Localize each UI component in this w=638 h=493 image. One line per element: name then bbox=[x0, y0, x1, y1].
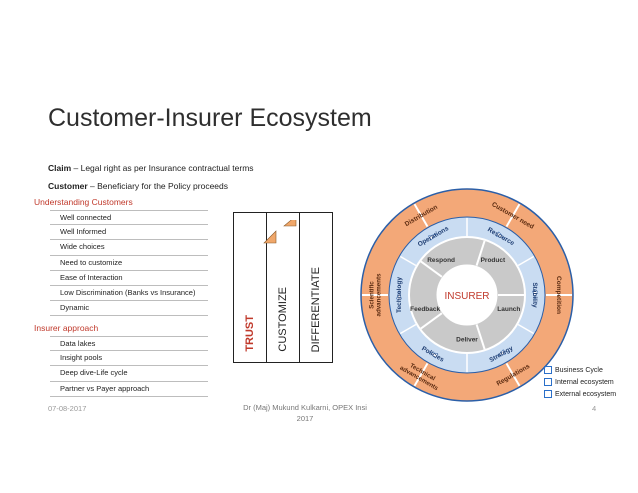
trust-bar: TRUST bbox=[233, 212, 267, 363]
list-item: Insight pools bbox=[50, 351, 208, 367]
outer-divider bbox=[413, 362, 429, 387]
inner-label: Launch bbox=[497, 306, 520, 313]
inner-label: Feedback bbox=[410, 306, 440, 313]
cycle-arrow-icon bbox=[532, 290, 538, 300]
arrow-marker bbox=[263, 230, 277, 244]
customize-label: CUSTOMIZE bbox=[277, 287, 289, 352]
cycle-arrow-icon bbox=[495, 231, 506, 239]
arrow-markers bbox=[263, 220, 297, 244]
checkbox-icon bbox=[544, 378, 552, 386]
approach-heading: Insurer approach bbox=[34, 323, 99, 333]
footer-date: 07-08-2017 bbox=[48, 404, 87, 413]
middle-divider bbox=[517, 323, 535, 335]
outer-label: Scientific bbox=[369, 281, 376, 309]
outer-divider bbox=[505, 362, 521, 387]
inner-divider bbox=[475, 240, 486, 266]
footer-author: Dr (Maj) Mukund Kulkarni, OPEX Insi 2017 bbox=[190, 402, 420, 424]
outer-label: advancements bbox=[376, 273, 383, 317]
outer-divider bbox=[413, 203, 429, 228]
list-item: Well connected bbox=[50, 210, 208, 226]
page-title: Customer-Insurer Ecosystem bbox=[48, 104, 372, 132]
list-item: Ease of Interaction bbox=[50, 271, 208, 286]
approach-list: Data lakes Insight pools Deep dive-Life … bbox=[50, 336, 208, 397]
legend-item: Business Cycle bbox=[544, 366, 603, 374]
definition-claim: Claim – Legal right as per Insurance con… bbox=[48, 163, 254, 173]
middle-divider bbox=[399, 255, 417, 267]
legend-label: Internal ecosystem bbox=[555, 378, 614, 386]
understanding-heading: Understanding Customers bbox=[34, 197, 133, 207]
inner-divider bbox=[420, 260, 443, 278]
arrow-marker bbox=[283, 220, 297, 227]
trust-label: TRUST bbox=[244, 315, 256, 352]
outer-divider bbox=[505, 203, 521, 228]
definition-term: Customer bbox=[48, 181, 88, 191]
list-item: Low Discrimination (Banks vs Insurance) bbox=[50, 286, 208, 302]
middle-divider bbox=[517, 255, 535, 267]
middle-divider bbox=[399, 323, 417, 335]
list-item: Well Informed bbox=[50, 225, 208, 241]
definition-term: Claim bbox=[48, 163, 72, 173]
list-item: Dynamic bbox=[50, 301, 208, 317]
center-label: INSURER bbox=[444, 291, 489, 302]
understanding-list: Well connected Well Informed Wide choice… bbox=[50, 210, 208, 317]
inner-label: Product bbox=[481, 257, 506, 264]
footer-author-line: Dr (Maj) Mukund Kulkarni, OPEX Insi bbox=[243, 403, 367, 412]
page-number: 4 bbox=[592, 404, 597, 413]
list-item: Need to customize bbox=[50, 256, 208, 271]
outer-label: Competition bbox=[555, 276, 562, 314]
list-item: Wide choices bbox=[50, 240, 208, 256]
footer-author-line: 2017 bbox=[296, 414, 314, 423]
inner-divider bbox=[420, 312, 443, 330]
center-circle bbox=[436, 264, 498, 326]
legend-label: External ecosystem bbox=[555, 390, 617, 398]
definition-customer: Customer – Beneficiary for the Policy pr… bbox=[48, 181, 228, 191]
checkbox-icon bbox=[544, 390, 552, 398]
list-item: Partner vs Payer approach bbox=[50, 382, 208, 397]
middle-label: Stability bbox=[531, 282, 538, 308]
cycle-arrow-icon bbox=[427, 233, 438, 241]
cycle-arrow-icon bbox=[496, 349, 507, 357]
legend-item: External ecosystem bbox=[544, 390, 616, 398]
inner-label: Respond bbox=[427, 257, 455, 264]
legend-label: Business Cycle bbox=[555, 366, 603, 374]
inner-label: Deliver bbox=[456, 337, 478, 344]
list-item: Deep dive-Life cycle bbox=[50, 366, 208, 382]
inner-divider bbox=[475, 324, 486, 350]
definition-text: – Beneficiary for the Policy proceeds bbox=[87, 181, 229, 191]
cycle-arrow-icon bbox=[396, 290, 402, 300]
legend-item: Internal ecosystem bbox=[544, 378, 614, 386]
list-item: Data lakes bbox=[50, 336, 208, 352]
differentiate-bar: DIFFERENTIATE bbox=[299, 212, 333, 363]
middle-label: Technology bbox=[396, 277, 403, 313]
checkbox-icon bbox=[544, 366, 552, 374]
differentiate-label: DIFFERENTIATE bbox=[310, 266, 322, 352]
definition-text: – Legal right as per Insurance contractu… bbox=[71, 163, 254, 173]
cycle-arrow-icon bbox=[428, 351, 439, 359]
